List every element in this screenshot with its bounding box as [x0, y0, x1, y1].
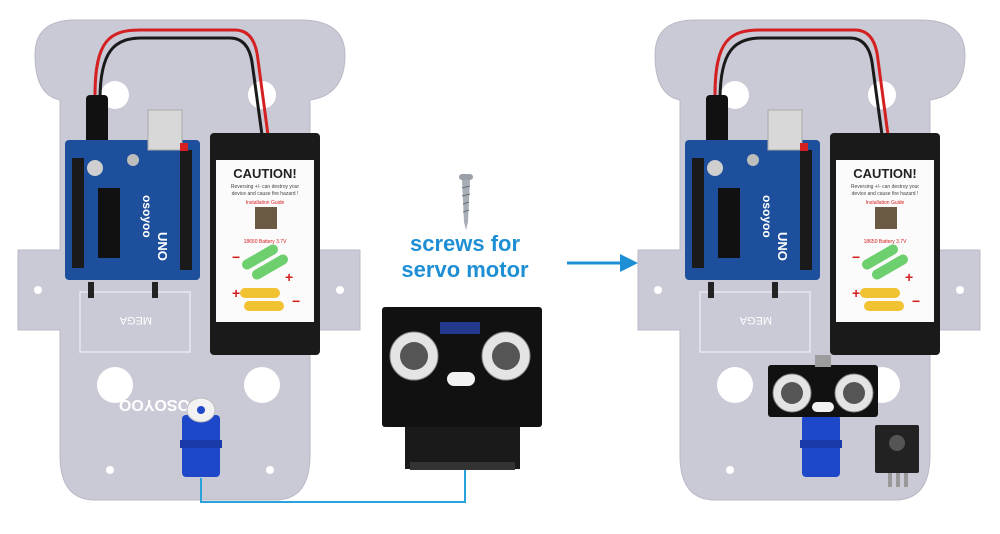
right-caution-warning-1: Reversing +/- can destroy your	[851, 184, 920, 190]
left-board-brand: osoyoo	[140, 195, 154, 238]
svg-text:+: +	[905, 269, 913, 285]
right-caution-heading: CAUTION!	[853, 166, 917, 181]
right-mega-text: MEGA	[739, 314, 772, 326]
ultrasonic-sensor-bracket	[382, 307, 542, 470]
right-caution-warning-2: device and cause fire hazard !	[852, 191, 919, 197]
svg-text:−: −	[852, 249, 860, 265]
annotation-line-2: servo motor	[401, 257, 529, 282]
left-battery-text: 18650 Battery 3.7V	[244, 239, 287, 245]
left-board-model: UNO	[155, 232, 170, 261]
left-arduino-board: osoyoo UNO	[65, 109, 200, 298]
left-caution-warning-1: Reversing +/- can destroy your	[231, 184, 300, 190]
right-assembly: MEGA osoyoo UNO CAUTION! Reversing +/-	[637, 19, 981, 501]
svg-text:+: +	[232, 285, 240, 301]
right-guide-title: Installation Guide	[866, 200, 905, 206]
right-dc-plug	[706, 95, 728, 145]
right-power-cable	[706, 28, 890, 145]
left-assembly: MEGA OSOYOO osoyoo UNO CAUTION!	[17, 19, 361, 501]
right-servo-motor	[800, 415, 842, 477]
left-caution-warning-2: device and cause fire hazard !	[232, 191, 299, 197]
arrow-right-icon	[567, 254, 638, 272]
left-caution-heading: CAUTION!	[233, 166, 297, 181]
svg-text:+: +	[852, 285, 860, 301]
connection-line	[200, 470, 466, 503]
svg-text:−: −	[912, 293, 920, 309]
left-power-cable	[86, 28, 270, 145]
left-battery-box: CAUTION! Reversing +/- can destroy your …	[210, 133, 320, 355]
left-dc-plug	[86, 95, 108, 145]
left-servo-motor	[180, 397, 222, 477]
right-mounted-ultrasonic-sensor	[768, 355, 878, 417]
right-board-model: UNO	[775, 232, 790, 261]
right-battery-text: 18650 Battery 3.7V	[864, 239, 907, 245]
left-mega-text: MEGA	[119, 314, 152, 326]
screw	[459, 174, 473, 230]
right-board-brand: osoyoo	[760, 195, 774, 238]
left-chassis-brand: OSOYOO	[119, 396, 190, 413]
annotation-line-1: screws for	[409, 231, 521, 256]
right-arduino-board: osoyoo UNO	[685, 109, 820, 298]
right-battery-box: CAUTION! Reversing +/- can destroy your …	[830, 133, 940, 355]
right-ir-sensor-module	[875, 425, 919, 487]
svg-text:−: −	[232, 249, 240, 265]
left-guide-title: Installation Guide	[246, 200, 285, 206]
svg-text:−: −	[292, 293, 300, 309]
svg-text:+: +	[285, 269, 293, 285]
